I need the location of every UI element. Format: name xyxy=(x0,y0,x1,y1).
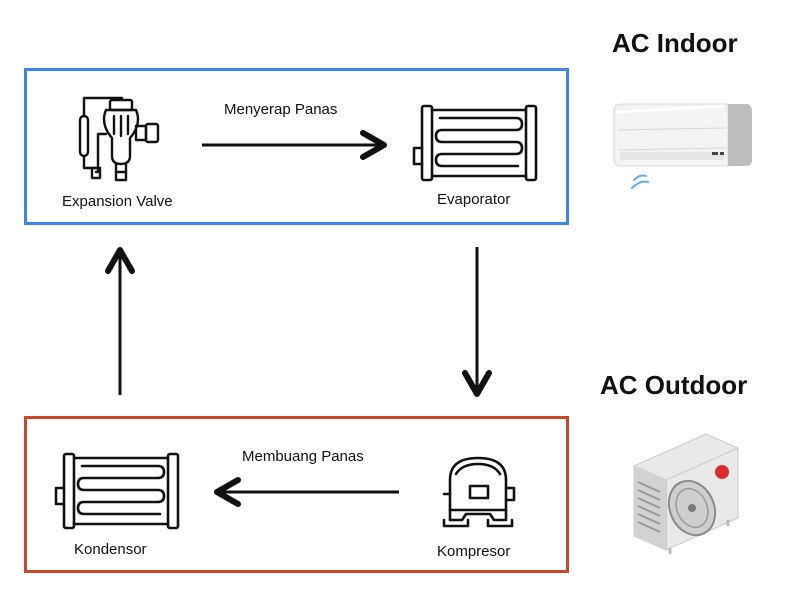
condenser-coil-icon xyxy=(54,452,180,530)
flow-label-release-heat: Membuang Panas xyxy=(242,448,364,465)
expansion-valve-icon xyxy=(78,96,160,182)
compressor-icon xyxy=(442,456,516,528)
expansion-valve-label: Expansion Valve xyxy=(62,193,173,210)
indoor-title: AC Indoor xyxy=(612,28,738,58)
outdoor-unit-box xyxy=(24,416,569,573)
flow-label-absorb-heat: Menyerap Panas xyxy=(224,101,338,118)
indoor-unit-box xyxy=(24,68,569,225)
kompresor-label: Kompresor xyxy=(437,543,511,560)
evaporator-coil-icon xyxy=(412,104,538,182)
kondensor-label: Kondensor xyxy=(74,541,147,558)
evaporator-label: Evaporator xyxy=(437,191,511,208)
ac-indoor-unit-icon xyxy=(613,103,752,189)
outdoor-title: AC Outdoor xyxy=(600,370,748,400)
ac-outdoor-unit-icon xyxy=(633,433,739,554)
